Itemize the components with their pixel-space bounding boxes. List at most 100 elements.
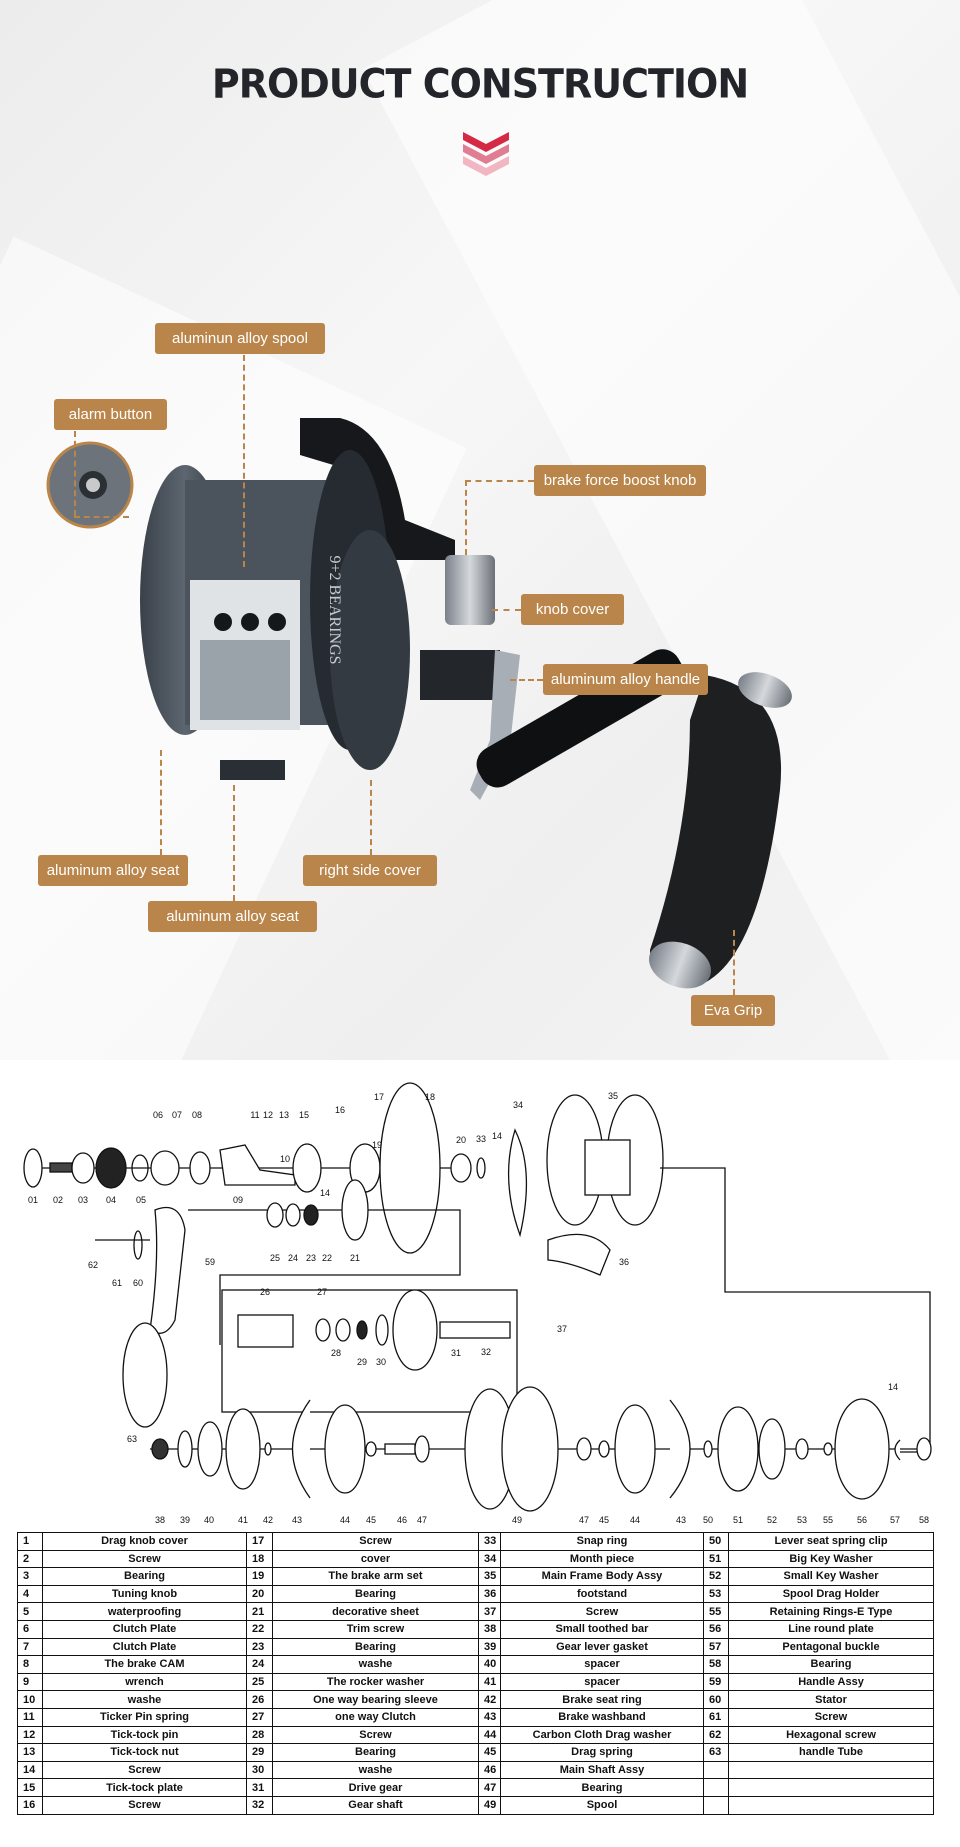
- part-number: 23: [246, 1637, 273, 1657]
- part-name: spacer: [500, 1672, 704, 1692]
- part-number: 3: [17, 1567, 43, 1586]
- chevron-down-icon: [463, 132, 509, 176]
- part-name: [728, 1760, 934, 1780]
- part-name: washe: [42, 1690, 247, 1709]
- part-number: 41: [478, 1672, 501, 1692]
- part-number-label: 04: [106, 1195, 116, 1205]
- part-number-label: 56: [857, 1515, 867, 1525]
- part-name: Drag knob cover: [42, 1532, 247, 1551]
- part-number: 33: [478, 1532, 501, 1551]
- part-number: 20: [246, 1584, 273, 1604]
- part-number: 8: [17, 1655, 43, 1674]
- part-number: 29: [246, 1743, 273, 1762]
- part-name: one way Clutch: [272, 1707, 479, 1727]
- part-name: Screw: [272, 1532, 479, 1551]
- part-number: 2: [17, 1549, 43, 1569]
- part-name: Screw: [500, 1602, 704, 1621]
- part-name: cover: [272, 1549, 479, 1569]
- part-number-label: 32: [481, 1347, 491, 1357]
- part-number-label: 43: [292, 1515, 302, 1525]
- leader-line: [233, 785, 235, 901]
- part-number-label: 18: [425, 1092, 435, 1102]
- part-name: Handle Assy: [728, 1672, 934, 1692]
- callout-knob-cover: knob cover: [521, 594, 624, 625]
- part-number-label: 15: [299, 1110, 309, 1120]
- part-number: [703, 1795, 729, 1815]
- part-number: 24: [246, 1655, 273, 1674]
- part-number-label: 52: [767, 1515, 777, 1525]
- part-name: Bearing: [728, 1655, 934, 1674]
- part-name: footstand: [500, 1584, 704, 1604]
- part-name: Tick-tock plate: [42, 1778, 247, 1797]
- part-number: 32: [246, 1795, 273, 1815]
- part-name: Big Key Washer: [728, 1549, 934, 1569]
- callout-handle: aluminum alloy handle: [543, 664, 708, 695]
- part-number: 28: [246, 1725, 273, 1745]
- part-number-label: 43: [676, 1515, 686, 1525]
- part-number-label: 45: [599, 1515, 609, 1525]
- part-name: The rocker washer: [272, 1672, 479, 1692]
- part-name: The brake arm set: [272, 1567, 479, 1586]
- part-number: 51: [703, 1549, 729, 1569]
- part-name: washe: [272, 1760, 479, 1780]
- part-name: waterproofing: [42, 1602, 247, 1621]
- part-number: 13: [17, 1743, 43, 1762]
- part-number-label: 33: [476, 1134, 486, 1144]
- part-number: 59: [703, 1672, 729, 1692]
- part-number: 26: [246, 1690, 273, 1709]
- part-number: 44: [478, 1725, 501, 1745]
- part-number-label: 58: [919, 1515, 929, 1525]
- part-number: 58: [703, 1655, 729, 1674]
- part-name: Bearing: [272, 1743, 479, 1762]
- part-number: [703, 1760, 729, 1780]
- part-number: 5: [17, 1602, 43, 1621]
- part-number-label: 63: [127, 1434, 137, 1444]
- part-number-label: 44: [340, 1515, 350, 1525]
- part-number-label: 27: [317, 1287, 327, 1297]
- part-number-label: 31: [451, 1348, 461, 1358]
- part-number-label: 47: [417, 1515, 427, 1525]
- part-number-label: 14: [492, 1131, 502, 1141]
- part-number-label: 14: [320, 1188, 330, 1198]
- part-number: 35: [478, 1567, 501, 1586]
- part-name: Gear lever gasket: [500, 1637, 704, 1657]
- diagram-drawing: [23, 1082, 932, 1512]
- part-number: 57: [703, 1637, 729, 1657]
- part-number-label: 20: [456, 1135, 466, 1145]
- part-number: 17: [246, 1532, 273, 1551]
- part-number-label: 17: [374, 1092, 384, 1102]
- part-number: 30: [246, 1760, 273, 1780]
- part-number: 10: [17, 1690, 43, 1709]
- part-number-label: 22: [322, 1253, 332, 1263]
- part-name: Screw: [728, 1707, 934, 1727]
- part-number: 61: [703, 1707, 729, 1727]
- product-hero: PRODUCT CONSTRUCTION 9+2 BEARINGS: [0, 0, 960, 1060]
- part-number: 31: [246, 1778, 273, 1797]
- part-name: The brake CAM: [42, 1655, 247, 1674]
- part-number-label: 25: [270, 1253, 280, 1263]
- part-number-label: 21: [350, 1253, 360, 1263]
- part-number-label: 11: [250, 1110, 259, 1120]
- part-number-label: 14: [888, 1382, 898, 1392]
- part-number-label: 07: [172, 1110, 182, 1120]
- part-name: Trim screw: [272, 1619, 479, 1639]
- leader-line: [74, 516, 129, 518]
- part-name: Brake seat ring: [500, 1690, 704, 1709]
- part-number-label: 59: [205, 1257, 215, 1267]
- part-number: 6: [17, 1619, 43, 1639]
- part-number-label: 16: [335, 1105, 345, 1115]
- part-number-label: 40: [204, 1515, 214, 1525]
- part-name: [728, 1795, 934, 1815]
- part-number-label: 36: [619, 1257, 629, 1267]
- fishing-reel-image: 9+2 BEARINGS: [46, 418, 792, 989]
- part-number-label: 05: [136, 1195, 146, 1205]
- part-name: Screw: [42, 1795, 247, 1815]
